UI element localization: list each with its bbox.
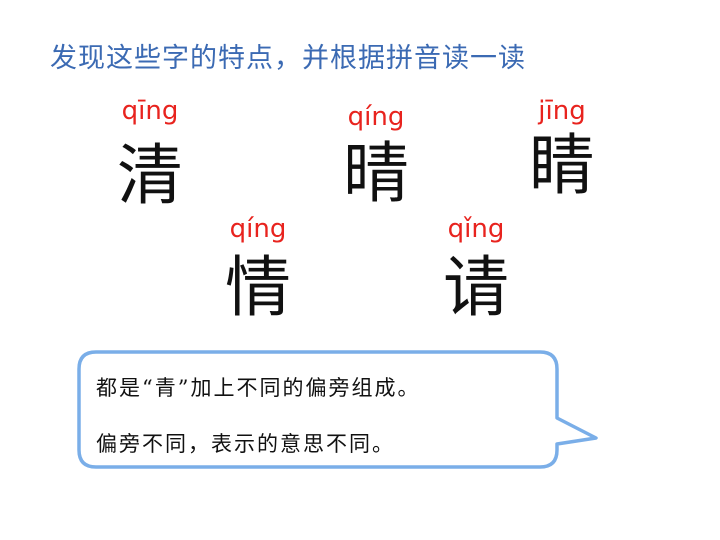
bubble-text-line2: 偏旁不同，表示的意思不同。 xyxy=(96,432,395,456)
slide-title: 发现这些字的特点，并根据拼音读一读 xyxy=(50,43,526,74)
hanzi-character: 清 xyxy=(117,137,183,214)
char-group-qing1: qīng 清 xyxy=(110,96,190,212)
char-group-qing3: qíng 情 xyxy=(218,214,298,324)
hanzi-character: 请 xyxy=(443,249,509,326)
char-group-jing: jīng 睛 xyxy=(522,96,602,202)
hanzi-character: 睛 xyxy=(529,127,595,204)
pinyin-label: qíng xyxy=(347,102,405,132)
char-group-qing2: qíng 晴 xyxy=(336,102,416,210)
char-group-qing4: qǐng 请 xyxy=(436,214,516,324)
hanzi-character: 情 xyxy=(225,249,291,326)
pinyin-label: qíng xyxy=(229,214,287,244)
hanzi-character: 晴 xyxy=(343,135,409,212)
pinyin-label: qīng xyxy=(121,96,179,126)
pinyin-label: jīng xyxy=(538,96,586,126)
pinyin-label: qǐng xyxy=(447,214,505,244)
bubble-text-line1: 都是“青”加上不同的偏旁组成。 xyxy=(96,376,421,400)
